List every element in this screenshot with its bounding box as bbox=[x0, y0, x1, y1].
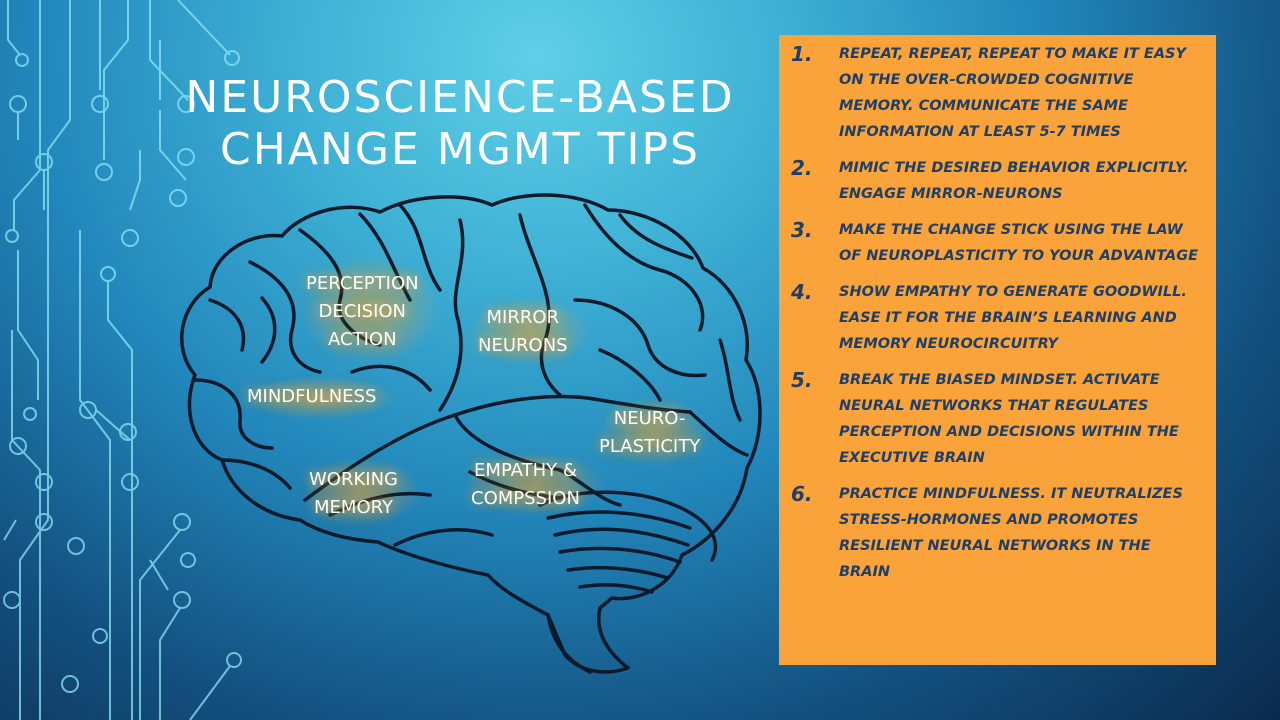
region-label-empathy: EMPATHY & COMPSSION bbox=[471, 460, 580, 509]
title-line-2: CHANGE MGMT TIPS bbox=[220, 124, 700, 175]
region-label-neuroplasticity: NEURO- PLASTICITY bbox=[599, 408, 701, 457]
tip-item: 1. Repeat, repeat, repeat to make it eas… bbox=[787, 41, 1202, 145]
region-label-mirror-neurons: MIRROR NEURONS bbox=[478, 307, 568, 356]
region-glows bbox=[245, 255, 710, 527]
tip-text: Repeat, repeat, repeat to make it easy o… bbox=[839, 46, 1186, 140]
title-line-1: NEUROSCIENCE-BASED bbox=[185, 72, 735, 123]
tip-number: 6. bbox=[791, 482, 813, 506]
tip-number: 4. bbox=[791, 280, 813, 304]
tip-number: 1. bbox=[791, 42, 813, 66]
tip-item: 6. Practice mindfulness. It neutralizes … bbox=[787, 481, 1202, 585]
tip-text: Practice mindfulness. It neutralizes str… bbox=[839, 486, 1183, 580]
region-label-perception: PERCEPTION DECISION ACTION bbox=[306, 273, 419, 350]
tip-text: Mimic the desired behavior explicitly. E… bbox=[839, 160, 1189, 202]
tip-item: 4. Show empathy to generate goodwill. Ea… bbox=[787, 279, 1202, 357]
tip-number: 5. bbox=[791, 368, 813, 392]
tip-number: 2. bbox=[791, 156, 813, 180]
tip-number: 3. bbox=[791, 218, 813, 242]
region-label-mindfulness: MINDFULNESS bbox=[247, 386, 377, 407]
slide-title: NEUROSCIENCE-BASED CHANGE MGMT TIPS bbox=[160, 72, 760, 176]
region-label-working-memory: WORKING MEMORY bbox=[309, 469, 398, 518]
tips-panel: 1. Repeat, repeat, repeat to make it eas… bbox=[779, 35, 1216, 665]
tip-item: 3. Make the change stick using the law o… bbox=[787, 217, 1202, 269]
tip-text: Show empathy to generate goodwill. Ease … bbox=[839, 284, 1187, 352]
tip-text: Make the change stick using the law of n… bbox=[839, 222, 1199, 264]
tip-text: Break the biased mindset. Activate neura… bbox=[839, 372, 1179, 466]
tip-item: 5. Break the biased mindset. Activate ne… bbox=[787, 367, 1202, 471]
tip-item: 2. Mimic the desired behavior explicitly… bbox=[787, 155, 1202, 207]
